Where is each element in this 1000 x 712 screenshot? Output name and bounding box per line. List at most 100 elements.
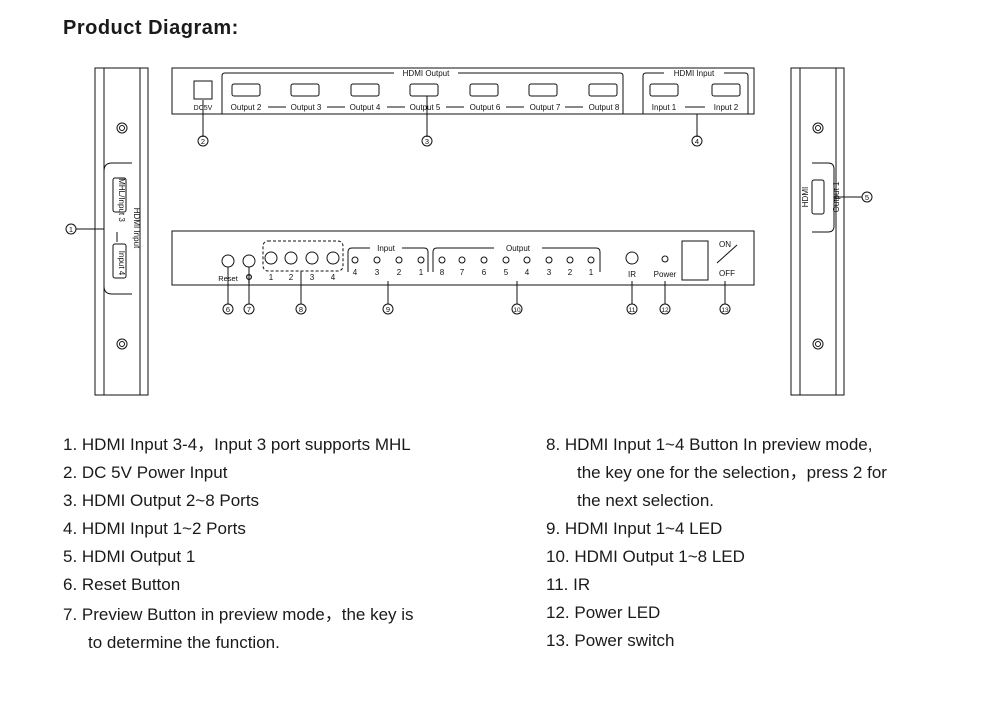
callout-label-6: 6 bbox=[226, 305, 230, 314]
callout-label-10: 10 bbox=[513, 307, 521, 314]
input-led-2-label: 2 bbox=[397, 268, 402, 277]
left-mhl-input3-label: MHL/Input 3 bbox=[117, 178, 126, 222]
callout-label-3: 3 bbox=[425, 137, 429, 146]
output-led-1-label: 1 bbox=[589, 268, 594, 277]
right-bottom-screw-icon bbox=[812, 338, 824, 350]
output-group-label: Output bbox=[506, 244, 531, 253]
ir-window bbox=[625, 251, 639, 265]
legend-item-8-line1: 8. HDMI Input 1~4 Button In preview mode… bbox=[546, 435, 873, 454]
input2-label: Input 2 bbox=[714, 103, 739, 112]
output-led-5-label: 5 bbox=[504, 268, 509, 277]
preview-button bbox=[242, 254, 256, 268]
power-label: Power bbox=[654, 270, 677, 279]
legend-item-8-line3: the next selection. bbox=[577, 491, 715, 510]
callout-circle-2 bbox=[197, 135, 209, 147]
input-led-3 bbox=[373, 256, 381, 264]
input-led-1 bbox=[417, 256, 425, 264]
legend-item-8: 8. HDMI Input 1~4 Button In preview mode… bbox=[546, 431, 966, 515]
reset-label: Reset bbox=[218, 274, 239, 283]
input2-port bbox=[711, 83, 741, 97]
legend-item-2: 2. DC 5V Power Input bbox=[63, 463, 228, 482]
left-hdmi-input-label: HDMI Input bbox=[132, 208, 141, 249]
legend-list-left: 1. HDMI Input 3-4，Input 3 port supports … bbox=[63, 431, 503, 657]
input-button-1 bbox=[264, 251, 278, 265]
callout-circle-13 bbox=[719, 303, 731, 315]
callout-circle-6 bbox=[222, 303, 234, 315]
callout-circle-5 bbox=[861, 191, 873, 203]
input-led-4-label: 4 bbox=[353, 268, 358, 277]
output-led-2 bbox=[566, 256, 574, 264]
button-2-label: 2 bbox=[289, 273, 294, 282]
output-led-5 bbox=[502, 256, 510, 264]
callout-label-1: 1 bbox=[69, 225, 73, 234]
callout-circle-12 bbox=[659, 303, 671, 315]
right-port-frame bbox=[812, 162, 835, 233]
input-led-4 bbox=[351, 256, 359, 264]
output-led-6 bbox=[480, 256, 488, 264]
legend-item-9: 9. HDMI Input 1~4 LED bbox=[546, 519, 723, 538]
front-panel bbox=[171, 230, 755, 286]
output-led-1 bbox=[587, 256, 595, 264]
callout-label-13: 13 bbox=[721, 307, 729, 314]
reset-button bbox=[221, 254, 235, 268]
button-3-label: 3 bbox=[310, 273, 315, 282]
product-diagram: HDMI Output HDMI Input DC5V Output 2 Out… bbox=[65, 67, 873, 396]
legend-item-11: 11. IR bbox=[546, 575, 591, 594]
input1-port bbox=[649, 83, 679, 97]
hdmi-input4-port bbox=[112, 243, 127, 279]
callout-circle-4 bbox=[691, 135, 703, 147]
input-led-3-label: 3 bbox=[375, 268, 380, 277]
legend-item-6: 6. Reset Button bbox=[63, 575, 181, 594]
legend-item-13: 13. Power switch bbox=[546, 631, 675, 650]
callout-circle-10 bbox=[511, 303, 523, 315]
legend-item-4: 4. HDMI Input 1~2 Ports bbox=[63, 519, 246, 538]
callout-label-2: 2 bbox=[201, 137, 205, 146]
input-led-2 bbox=[395, 256, 403, 264]
callout-label-12: 12 bbox=[661, 307, 669, 314]
output-led-3-label: 3 bbox=[547, 268, 552, 277]
callout-circle-7 bbox=[243, 303, 255, 315]
callout-circle-1 bbox=[65, 223, 77, 235]
callout-circle-3 bbox=[421, 135, 433, 147]
power-led bbox=[661, 255, 669, 263]
switch-slash bbox=[716, 244, 738, 264]
right-side-panel bbox=[790, 67, 845, 396]
right-hdmi-label: HDMI bbox=[801, 187, 810, 207]
callout-circle-9 bbox=[382, 303, 394, 315]
preview-key-icon bbox=[246, 274, 253, 283]
button-1-label: 1 bbox=[269, 273, 274, 282]
output-led-7 bbox=[458, 256, 466, 264]
legend-item-8-line2: the key one for the selection，press 2 fo… bbox=[577, 463, 887, 482]
output-led-2-label: 2 bbox=[568, 268, 573, 277]
output-led-3 bbox=[545, 256, 553, 264]
callout-circle-11 bbox=[626, 303, 638, 315]
output-led-4 bbox=[523, 256, 531, 264]
dc5v-label: DC5V bbox=[194, 105, 213, 112]
output-led-7-label: 7 bbox=[460, 268, 465, 277]
legend-item-7-line1: 7. Preview Button in preview mode，the ke… bbox=[63, 605, 414, 624]
output-led-8 bbox=[438, 256, 446, 264]
callout-label-7: 7 bbox=[247, 305, 251, 314]
input1-label: Input 1 bbox=[652, 103, 677, 112]
output-led-6-label: 6 bbox=[482, 268, 487, 277]
power-switch bbox=[681, 240, 709, 281]
input-button-4 bbox=[326, 251, 340, 265]
right-output1-label: Output 1 bbox=[832, 181, 841, 212]
legend-item-7-line2: to determine the function. bbox=[88, 633, 280, 652]
left-input4-label: Input 4 bbox=[117, 251, 126, 276]
input-button-2 bbox=[284, 251, 298, 265]
legend-item-1: 1. HDMI Input 3-4，Input 3 port supports … bbox=[63, 435, 411, 454]
input-button-3 bbox=[305, 251, 319, 265]
output6-port bbox=[469, 83, 499, 97]
legend-item-3: 3. HDMI Output 2~8 Ports bbox=[63, 491, 260, 510]
output5-label: Output 5 bbox=[410, 103, 441, 112]
right-top-screw-icon bbox=[812, 122, 824, 134]
page-title: Product Diagram: bbox=[63, 17, 239, 39]
output5-port bbox=[409, 83, 439, 97]
output6-label: Output 6 bbox=[470, 103, 501, 112]
output8-port bbox=[588, 83, 618, 97]
ir-label: IR bbox=[628, 270, 636, 279]
hdmi-output-group-label: HDMI Output bbox=[403, 69, 450, 78]
hdmi-output1-port bbox=[811, 179, 825, 215]
legend-item-12: 12. Power LED bbox=[546, 603, 661, 622]
